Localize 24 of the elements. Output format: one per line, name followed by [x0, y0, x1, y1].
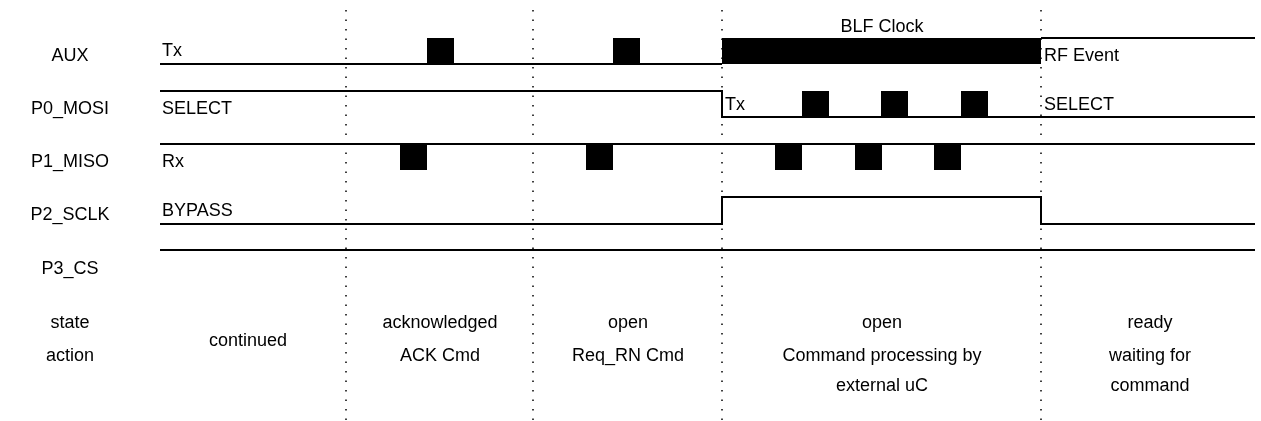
signal-annotation: Rx	[162, 150, 184, 173]
state-label: ready	[1126, 311, 1174, 334]
state-label: acknowledged	[381, 311, 499, 334]
signal-annotation: Tx	[162, 39, 182, 62]
action-label: Command processing by external uC	[781, 344, 983, 397]
state-label: open	[606, 311, 649, 334]
signal-annotation: RF Event	[1044, 44, 1120, 67]
row-heading: action	[44, 344, 95, 367]
signal-name: P2_SCLK	[29, 203, 111, 227]
signal-annotation: SELECT	[162, 97, 233, 120]
action-label: ACK Cmd	[399, 344, 481, 367]
state-label: open	[860, 311, 903, 334]
row-heading: state	[49, 311, 91, 334]
signal-name: AUX	[50, 44, 90, 67]
signal-name: P3_CS	[40, 257, 100, 281]
action-label: continued	[207, 329, 289, 352]
signal-annotation: Tx	[725, 93, 745, 116]
signal-name: P1_MISO	[30, 150, 110, 174]
signal-annotation: SELECT	[1044, 93, 1115, 116]
action-label: waiting for command	[1107, 344, 1192, 397]
action-label: Req_RN Cmd	[570, 344, 685, 368]
signal-annotation: BYPASS	[162, 199, 233, 222]
signal-name: P0_MOSI	[30, 97, 110, 121]
signal-annotation: BLF Clock	[839, 15, 925, 38]
